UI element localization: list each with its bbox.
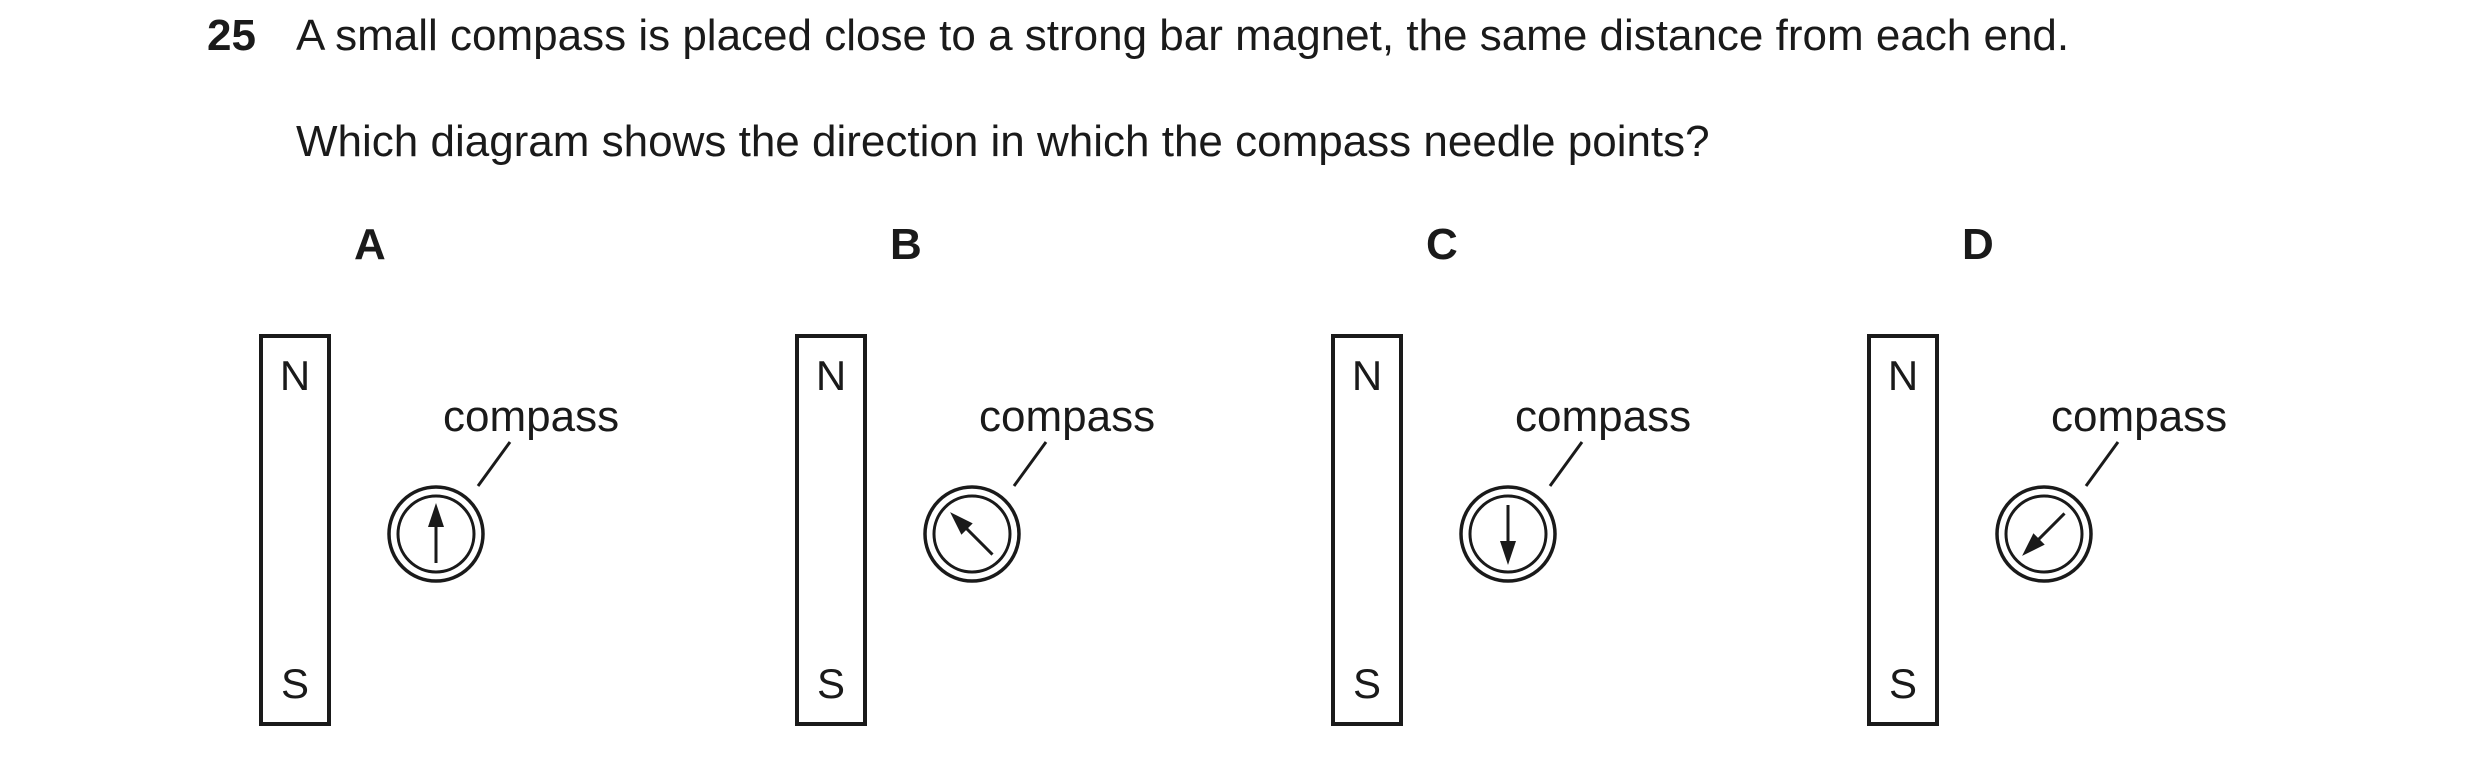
compass-leader-line [1548,441,1584,487]
compass-needle-down-left [2022,512,2066,556]
compass-label: compass [2051,392,2228,441]
question-prompt: Which diagram shows the direction in whi… [296,117,1710,166]
compass-label: compass [443,392,620,441]
bar-magnet: N S [1867,334,1939,726]
option-d: D N S compass [1810,200,2330,760]
bar-magnet: N S [259,334,331,726]
compass-inner-ring [1468,494,1548,574]
bar-magnet: N S [795,334,867,726]
compass-outer-ring [1995,485,2093,583]
option-letter: B [890,220,922,269]
north-pole-label: N [815,352,847,399]
compass-inner-ring [932,494,1012,574]
compass-label: compass [1515,392,1692,441]
compass-outer-ring [1459,485,1557,583]
option-c: C N S compass [1274,200,1794,760]
compass-outer-ring [387,485,485,583]
south-pole-label: S [280,660,309,707]
north-pole-label: N [279,352,311,399]
compass-label: compass [979,392,1156,441]
south-pole-label: S [816,660,845,707]
compass-needle-up [428,503,444,563]
compass-outer-ring [923,485,1021,583]
compass-leader-line [1012,441,1048,487]
option-letter: D [1962,220,1994,269]
question-number: 25 [207,11,256,60]
option-letter: C [1426,220,1458,269]
south-pole-label: S [1352,660,1381,707]
compass-needle-down [1500,505,1516,565]
compass-leader-line [476,441,512,487]
option-letter: A [354,220,386,269]
north-pole-label: N [1887,352,1919,399]
north-pole-label: N [1351,352,1383,399]
south-pole-label: S [1888,660,1917,707]
compass-diagram [1995,441,2120,583]
bar-magnet: N S [1331,334,1403,726]
compass-leader-line [2084,441,2120,487]
compass-needle-up-left [950,512,994,556]
compass-inner-ring [2004,494,2084,574]
option-a: A N S compass [202,200,722,760]
compass-inner-ring [396,494,476,574]
compass-diagram [923,441,1048,583]
question-text: A small compass is placed close to a str… [296,11,2070,60]
compass-diagram [1459,441,1584,583]
compass-diagram [387,441,512,583]
option-b: B N S compass [738,200,1258,760]
